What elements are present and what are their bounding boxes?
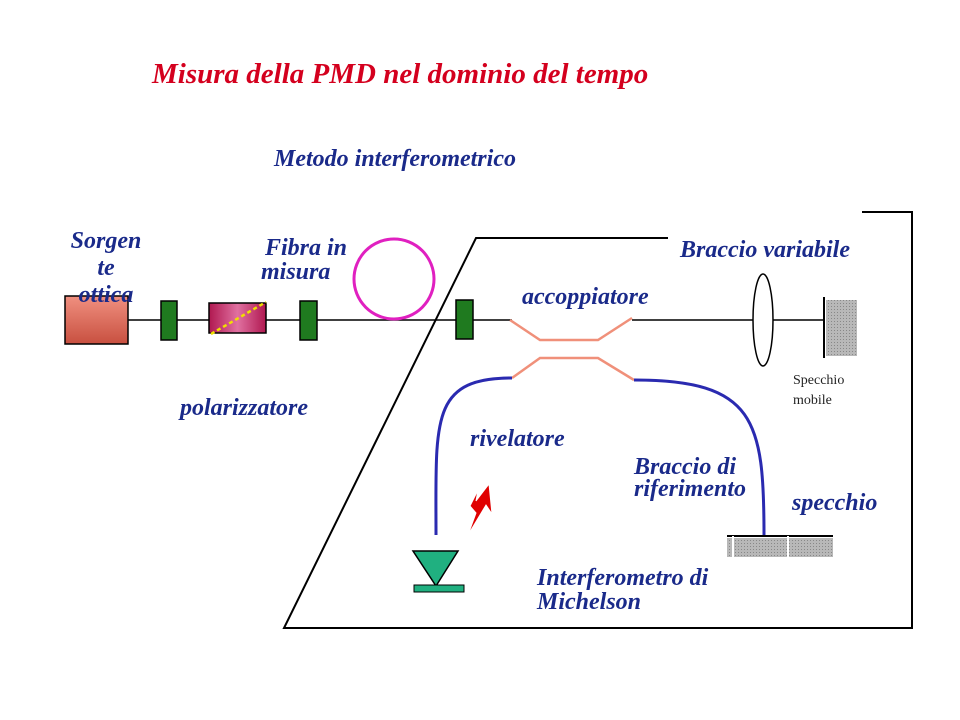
fiber-label-line2: misura [261,259,331,285]
michelson-label-line2: Michelson [537,589,642,615]
coupler-lower [511,356,635,382]
fiber-label: Fibra in misura [261,236,347,284]
optical-source [64,295,129,345]
fiber-label-line1: Fibra in [265,235,348,261]
fiber-loop [352,237,436,321]
michelson-label: Interferometro di Michelson [537,566,708,614]
reference-arm-fiber [633,378,766,536]
fixed-mirror [727,538,833,557]
interferometer-enclosure [282,211,913,629]
reference-arm-label-line1: Braccio di [634,454,736,480]
moving-mirror [826,300,857,356]
source-label-line3: ottica [78,282,134,308]
source-label-line1: Sorgen [70,228,142,254]
page-subtitle: Metodo interferometrico [274,146,516,172]
moving-mirror-label-line1: Specchio [793,373,845,388]
coupler-label: accoppiatore [522,284,649,310]
source-label-line2: te [97,255,115,281]
michelson-label-line1: Interferometro di [537,565,709,591]
polarizer-label: polarizzatore [180,395,309,421]
lens [752,273,774,367]
moving-mirror-label: Specchio mobile [793,371,844,411]
reference-arm-label: Braccio di riferimento [634,454,746,502]
page-title: Misura della PMD nel dominio del tempo [152,58,649,90]
source-label: Sorgen te ottica [58,228,154,309]
polarizer-axis [210,300,267,336]
spark-icon [467,482,493,536]
detector-label: rivelatore [470,426,565,452]
connector-2 [299,300,318,341]
detector-icon [411,550,460,588]
moving-mirror-label-line2: mobile [793,393,832,408]
reference-arm-label-line2: riferimento [634,476,746,502]
detector-base [413,584,465,593]
connector-3 [455,299,474,340]
connector-1 [160,300,178,341]
coupler-upper [509,316,633,342]
mirror-label: specchio [792,490,878,516]
variable-arm-label: Braccio variabile [680,237,850,263]
detector-fiber [434,376,513,536]
